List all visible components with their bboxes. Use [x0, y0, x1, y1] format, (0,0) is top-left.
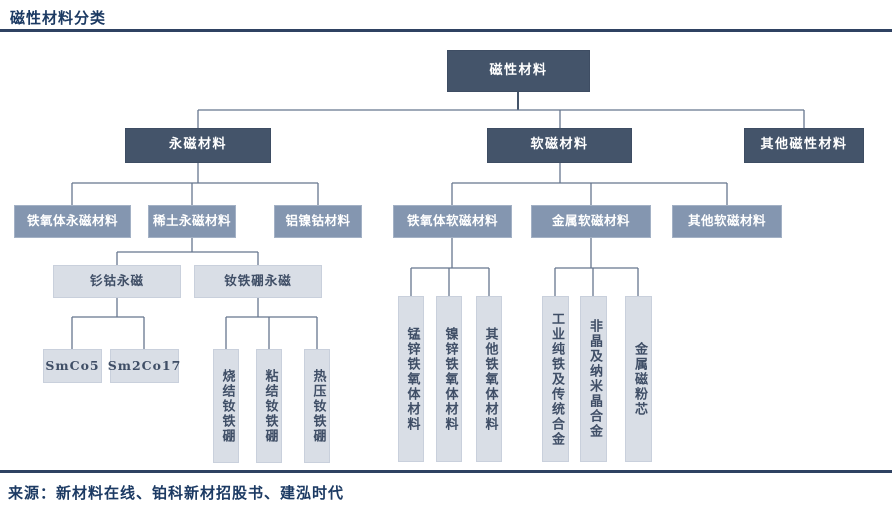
node-nizn-ferrite: 镍锌铁氧体材料 [436, 296, 462, 462]
node-smco-permanent: 钐钴永磁 [53, 265, 181, 298]
node-industrial-pure-iron: 工业纯铁及传统合金 [542, 296, 569, 462]
node-amorphous-nano: 非晶及纳米晶合金 [580, 296, 607, 462]
node-mnzn-ferrite: 锰锌铁氧体材料 [398, 296, 424, 462]
node-permanent-magnet: 永磁材料 [125, 128, 271, 163]
node-sm2co17: Sm2Co17 [108, 349, 180, 383]
node-metal-powder-core: 金属磁粉芯 [625, 296, 652, 462]
title-divider [0, 29, 892, 32]
page-title: 磁性材料分类 [10, 9, 107, 27]
node-ferrite-soft: 铁氧体软磁材料 [393, 205, 512, 238]
node-bonded-ndfeb: 粘结钕铁硼 [256, 349, 282, 463]
node-ferrite-permanent: 铁氧体永磁材料 [14, 205, 131, 238]
node-ndfeb-permanent: 钕铁硼永磁 [194, 265, 322, 298]
node-other-ferrite: 其他铁氧体材料 [476, 296, 502, 462]
node-metal-soft: 金属软磁材料 [531, 205, 651, 238]
node-alnico: 铝镍钴材料 [274, 205, 362, 238]
node-other-soft: 其他软磁材料 [672, 205, 782, 238]
node-magnetic-materials: 磁性材料 [447, 50, 590, 92]
node-hot-pressed-ndfeb: 热压钕铁硼 [304, 349, 330, 463]
node-other-magnetic: 其他磁性材料 [744, 128, 864, 163]
node-soft-magnet: 软磁材料 [487, 128, 632, 163]
branch-connectors [71, 109, 805, 349]
footer-divider [0, 470, 892, 473]
source-note: 来源：新材料在线、铂科新材招股书、建泓时代 [8, 484, 345, 502]
node-smco5: SmCo5 [43, 349, 102, 383]
node-sintered-ndfeb: 烧结钕铁硼 [213, 349, 239, 463]
node-rare-earth-permanent: 稀土永磁材料 [148, 205, 236, 238]
